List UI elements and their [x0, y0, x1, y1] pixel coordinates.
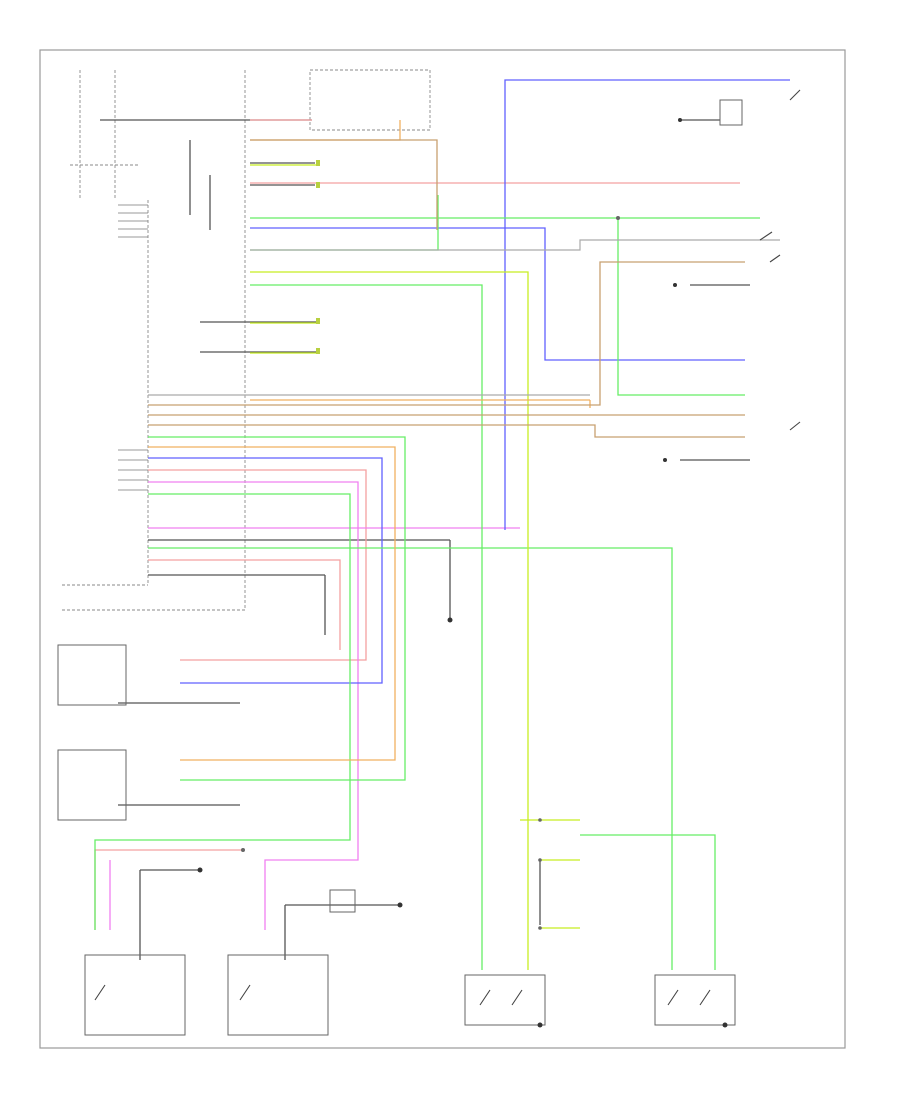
tan-wires: [148, 139, 745, 438]
switch-contacts: [94, 89, 801, 1006]
blue-wires: [148, 79, 790, 684]
lime-wires: [250, 164, 580, 970]
gray-wires: [148, 239, 780, 396]
door-key-cylinder-switch: [719, 99, 743, 126]
pink-wires: [109, 481, 520, 930]
right-front-power-window-switch: [227, 954, 329, 1036]
diagram-border: [39, 49, 846, 1049]
components: [57, 99, 743, 1036]
right-door-lock-switch: [654, 974, 736, 1026]
red-wires: [94, 119, 740, 930]
connector-stubs: [118, 204, 148, 491]
junction-block: [62, 69, 431, 611]
connector-markers: [316, 160, 320, 354]
ground-points: [197, 118, 728, 1028]
right-door-lock-actuator: [57, 749, 127, 821]
orange-wires: [148, 120, 591, 761]
green-wires: [94, 195, 760, 970]
lock-sensor: [329, 889, 356, 913]
black-wires: [100, 119, 750, 960]
left-door-lock-switch: [464, 974, 546, 1026]
left-door-lock-actuator: [57, 644, 127, 706]
splice-points: [241, 216, 620, 930]
left-front-power-window-switch: [84, 954, 186, 1036]
